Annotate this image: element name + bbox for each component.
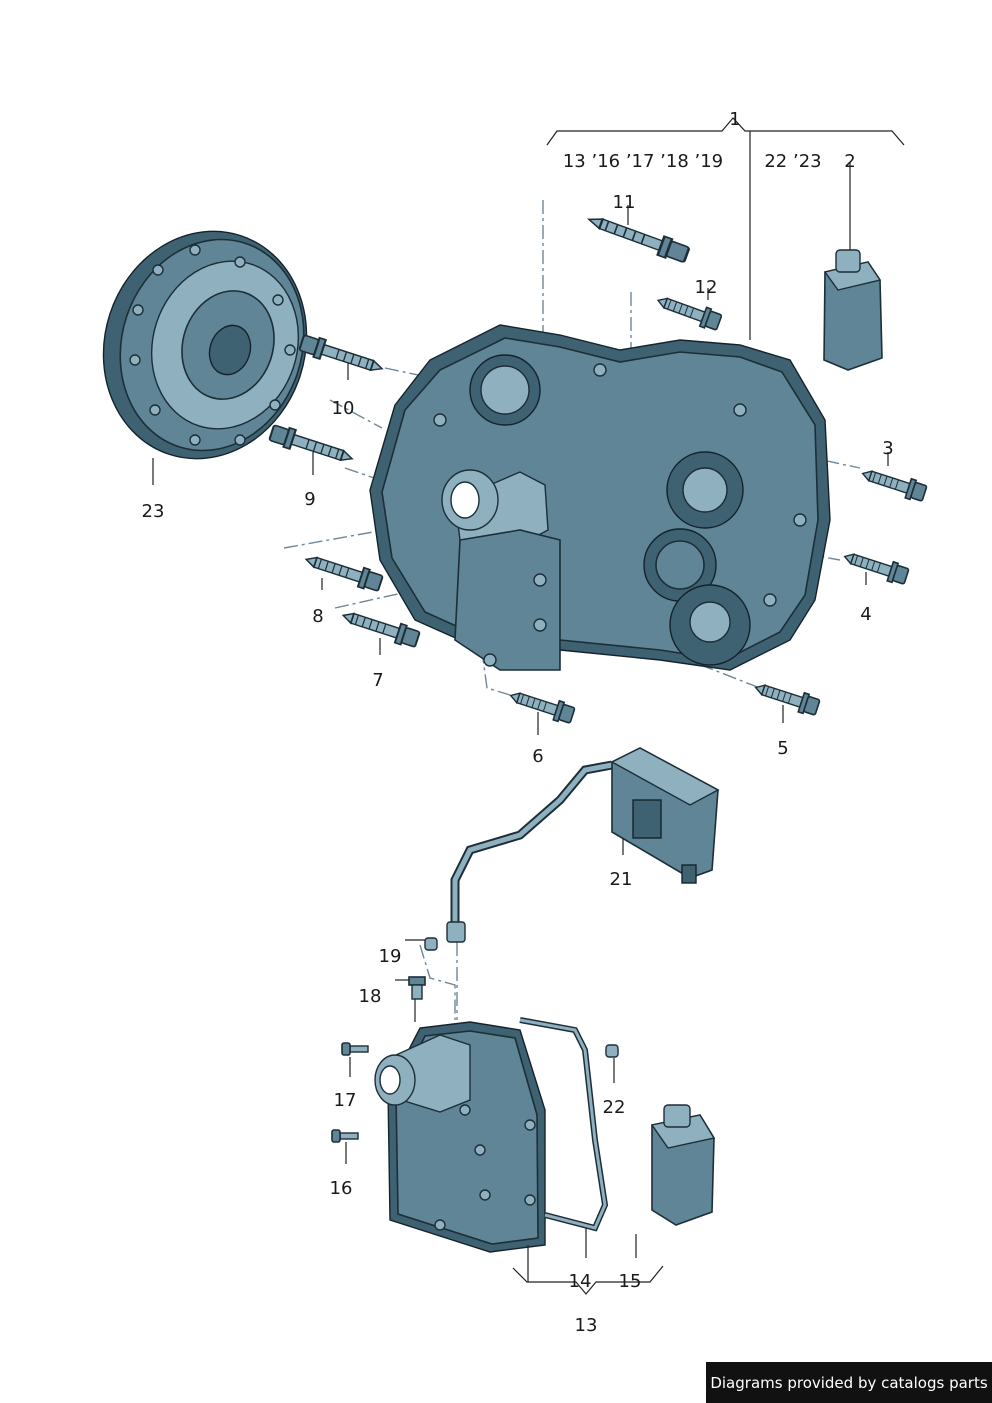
callout-19: 19 (379, 946, 402, 967)
footer-credit: Diagrams provided by catalogs parts (706, 1362, 992, 1403)
bolt-10 (297, 332, 387, 380)
callout-11: 11 (613, 192, 636, 213)
callout-1: 1 (729, 109, 740, 130)
bolt-3 (858, 463, 929, 504)
leader-lines (152, 117, 905, 1295)
callout-1-sub-left: 13 ’16 ’17 ’18 ’19 (563, 151, 723, 172)
callout-labels: 1 13 ’16 ’17 ’18 ’19 22 ’23 2 11 12 10 3… (142, 109, 894, 1336)
gasket-14 (519, 1017, 609, 1232)
callout-14: 14 (569, 1271, 592, 1292)
bolt-8 (302, 548, 385, 594)
bolt-11 (584, 208, 692, 266)
callout-18: 18 (359, 986, 382, 1007)
callout-15: 15 (619, 1271, 642, 1292)
callout-16: 16 (330, 1178, 353, 1199)
oil-bottle-2 (823, 249, 883, 371)
callout-13: 13 (575, 1315, 598, 1336)
callout-23: 23 (142, 501, 165, 522)
callout-21: 21 (610, 869, 633, 890)
callout-17: 17 (334, 1090, 357, 1111)
callout-12: 12 (695, 277, 718, 298)
screw-18 (408, 976, 426, 1000)
callout-5: 5 (777, 738, 788, 759)
oil-bottle-15 (650, 1104, 716, 1226)
callout-6: 6 (532, 746, 543, 767)
gearbox-housing (369, 324, 831, 671)
callout-9: 9 (304, 489, 315, 510)
plug-22 (605, 1044, 619, 1058)
plug-19 (424, 937, 438, 951)
callout-4: 4 (860, 604, 871, 625)
clutch-assembly (102, 230, 308, 460)
mechatronic-unit-13 (374, 1021, 546, 1253)
callout-10: 10 (332, 398, 355, 419)
control-unit-21 (446, 747, 720, 943)
callout-7: 7 (372, 670, 383, 691)
bolt-5 (751, 677, 822, 718)
bolt-4 (840, 546, 911, 587)
bolt-9 (267, 422, 357, 470)
callout-3: 3 (882, 438, 893, 459)
screw-17 (341, 1042, 369, 1056)
callout-2: 2 (844, 151, 855, 172)
screw-16 (331, 1129, 359, 1143)
callout-8: 8 (312, 606, 323, 627)
callout-22: 22 (603, 1097, 626, 1118)
bolt-6 (506, 685, 577, 726)
callout-1-sub-right: 22 ’23 (764, 151, 821, 172)
